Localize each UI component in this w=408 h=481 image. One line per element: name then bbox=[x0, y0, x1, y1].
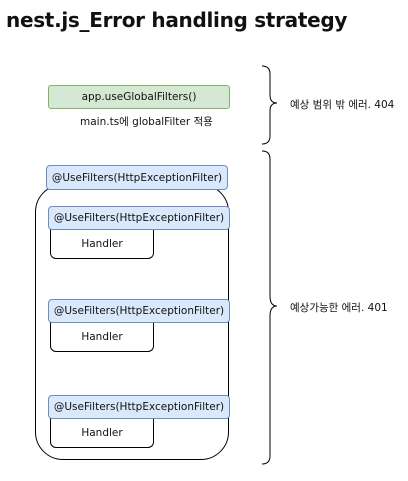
handler-box: Handler bbox=[50, 418, 154, 448]
unexpected-error-annotation: 예상 범위 밖 에러. 404 bbox=[290, 99, 395, 111]
method-filter-box: @UseFilters(HttpExceptionFilter) bbox=[48, 299, 230, 323]
expected-error-annotation: 예상가능한 에러. 401 bbox=[290, 302, 388, 314]
global-filter-box: app.useGlobalFilters() bbox=[48, 85, 230, 109]
global-filter-caption: main.ts에 globalFilter 적용 bbox=[80, 116, 213, 128]
method-filter-box: @UseFilters(HttpExceptionFilter) bbox=[48, 395, 230, 419]
unexpected-error-brace bbox=[261, 65, 278, 145]
handler-box: Handler bbox=[50, 229, 154, 259]
outer-filter-box: @UseFilters(HttpExceptionFilter) bbox=[46, 165, 228, 190]
expected-error-brace bbox=[261, 150, 278, 465]
diagram-title: nest.js_Error handling strategy bbox=[6, 8, 348, 32]
handler-box: Handler bbox=[50, 322, 154, 352]
method-filter-box: @UseFilters(HttpExceptionFilter) bbox=[48, 206, 230, 230]
